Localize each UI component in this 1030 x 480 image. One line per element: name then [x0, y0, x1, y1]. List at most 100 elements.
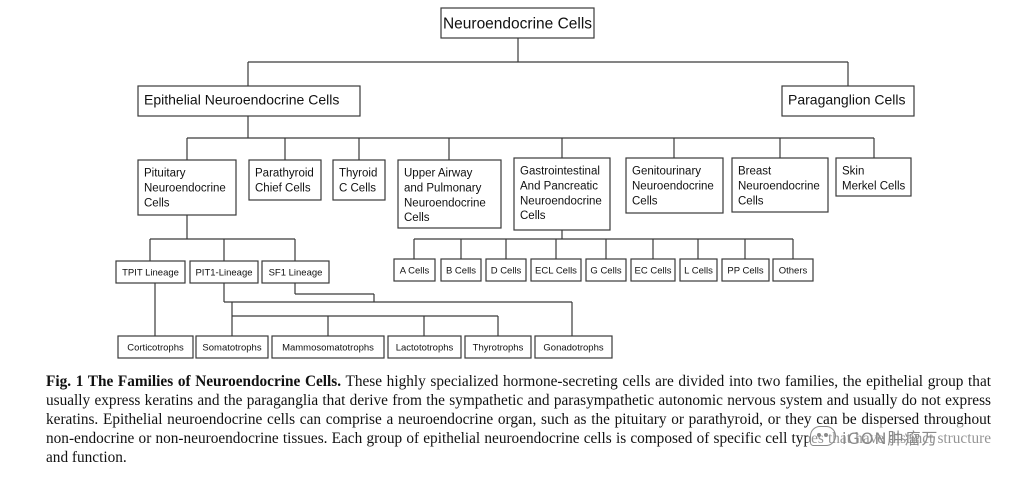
node-label: Lactototrophs: [396, 342, 454, 353]
node-label: Chief Cells: [255, 182, 311, 194]
node-sf1: SF1 Lineage: [261, 260, 330, 284]
node-label: and Pulmonary: [404, 182, 482, 194]
node-box: [440, 7, 595, 39]
node-label: And Pancreatic: [520, 180, 598, 192]
caption-label: Fig. 1 The Families of Neuroendocrine Ce…: [46, 373, 342, 390]
node-label: Neuroendocrine: [144, 182, 226, 194]
node-label: Thyrotrophs: [473, 342, 524, 353]
node-label: Neuroendocrine Cells: [443, 16, 592, 33]
node-b-cells: B Cells: [440, 258, 482, 282]
node-box: [440, 258, 482, 282]
node-box: [679, 258, 718, 282]
node-label: Gastrointestinal: [520, 165, 600, 177]
node-lactotrophs: Lactototrophs: [387, 335, 462, 359]
node-label: Cells: [144, 197, 170, 209]
node-box: [248, 159, 322, 201]
node-box: [721, 258, 770, 282]
node-box: [332, 159, 386, 201]
node-label: Mammosomatotrophs: [282, 342, 374, 353]
node-label: SF1 Lineage: [269, 267, 323, 278]
node-box: [189, 260, 259, 284]
node-others: Others: [772, 258, 814, 282]
node-label: D Cells: [491, 265, 522, 276]
node-label: Neuroendocrine: [404, 197, 486, 209]
node-label: A Cells: [400, 265, 430, 276]
watermark-text: iGON肿瘤万: [842, 429, 939, 448]
node-box: [534, 335, 613, 359]
node-label: EC Cells: [635, 265, 672, 276]
node-box: [271, 335, 385, 359]
node-g-cells: G Cells: [585, 258, 627, 282]
node-box: [625, 157, 724, 214]
node-label: G Cells: [590, 265, 621, 276]
node-epithelial: Epithelial Neuroendocrine Cells: [137, 85, 361, 117]
node-label: Neuroendocrine: [520, 195, 602, 207]
node-box: [261, 260, 330, 284]
node-label: Gonadotrophs: [543, 342, 603, 353]
node-label: Thyroid: [339, 167, 377, 179]
node-box: [530, 258, 582, 282]
node-label: Upper Airway: [404, 167, 473, 179]
node-tpit: TPIT Lineage: [115, 260, 186, 284]
caption-text: These highly specialized hormone-secreti…: [46, 373, 991, 466]
node-box: [137, 159, 237, 216]
node-label: Cells: [404, 212, 430, 224]
node-ecl-cells: ECL Cells: [530, 258, 582, 282]
node-label: Parathyroid: [255, 167, 314, 179]
node-somatotrophs: Somatotrophs: [195, 335, 269, 359]
node-label: Cells: [738, 195, 764, 207]
node-label: PIT1-Lineage: [195, 267, 252, 278]
node-label: Somatotrophs: [202, 342, 261, 353]
node-label: PP Cells: [727, 265, 764, 276]
node-label: Others: [779, 265, 808, 276]
node-label: Cells: [520, 210, 546, 222]
node-l-cells: L Cells: [679, 258, 718, 282]
node-box: [772, 258, 814, 282]
node-box: [585, 258, 627, 282]
node-label: Merkel Cells: [842, 180, 906, 192]
node-a-cells: A Cells: [393, 258, 436, 282]
node-label: Epithelial Neuroendocrine Cells: [144, 92, 339, 108]
node-pp-cells: PP Cells: [721, 258, 770, 282]
node-label: Genitourinary: [632, 165, 701, 177]
node-label: Neuroendocrine: [632, 180, 714, 192]
node-label: B Cells: [446, 265, 476, 276]
node-label: Corticotrophs: [127, 342, 184, 353]
node-ec-cells: EC Cells: [630, 258, 676, 282]
node-box: [195, 335, 269, 359]
node-box: [464, 335, 532, 359]
node-label: Skin: [842, 165, 864, 177]
node-label: Paraganglion Cells: [788, 92, 906, 108]
node-box: [513, 157, 611, 231]
node-upper-airway: Upper Airway and PulmonaryNeuroendocrineC…: [397, 159, 502, 229]
node-label: TPIT Lineage: [122, 267, 179, 278]
node-box: [630, 258, 676, 282]
node-thyrotrophs: Thyrotrophs: [464, 335, 532, 359]
node-box: [115, 260, 186, 284]
node-corticotrophs: Corticotrophs: [117, 335, 194, 359]
node-box: [393, 258, 436, 282]
node-d-cells: D Cells: [485, 258, 527, 282]
figure-caption: Fig. 1 The Families of Neuroendocrine Ce…: [46, 372, 991, 467]
node-label: Pituitary: [144, 167, 186, 179]
wechat-icon: [810, 426, 836, 446]
node-box: [485, 258, 527, 282]
node-label: ECL Cells: [535, 265, 577, 276]
node-label: Cells: [632, 195, 658, 207]
node-root: Neuroendocrine Cells: [440, 7, 595, 39]
node-box: [835, 157, 912, 197]
tree-connectors: [149, 38, 875, 336]
node-box: [781, 85, 915, 117]
node-box: [387, 335, 462, 359]
node-mammosomatotrophs: Mammosomatotrophs: [271, 335, 385, 359]
watermark: iGON肿瘤万: [808, 424, 1004, 450]
